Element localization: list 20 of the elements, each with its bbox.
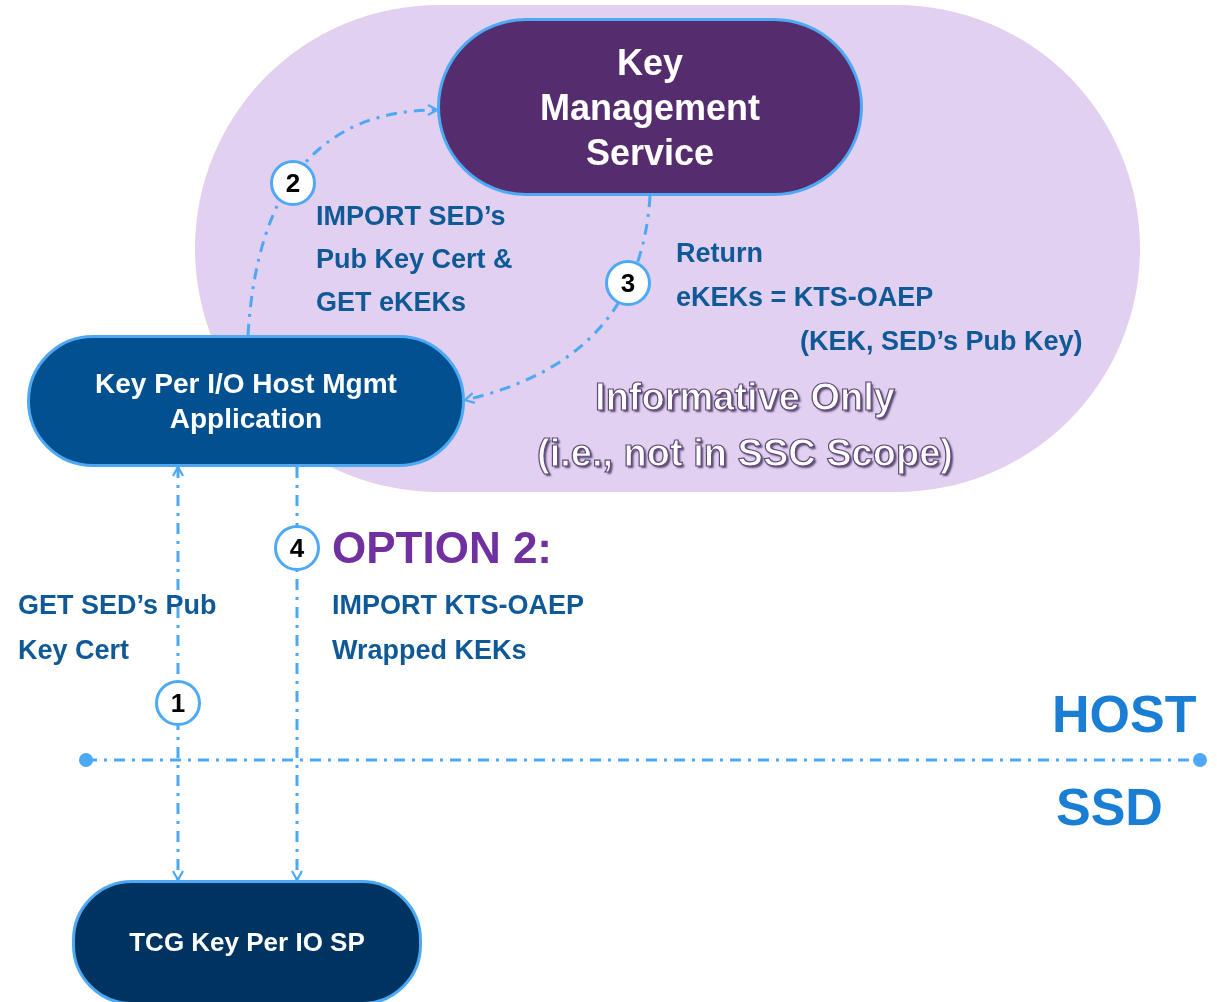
annotation-text: eKEKs = KTS-OAEP — [676, 281, 934, 314]
dash-dot-arrow — [463, 195, 652, 404]
dash-dot-arrow — [171, 465, 185, 882]
node-label: Key Per I/O Host Mgmt Application — [94, 367, 398, 436]
region-note: (i.e., not in SSC Scope) — [536, 431, 954, 476]
node-label: TCG Key Per IO SP — [129, 926, 365, 959]
annotation-text: OPTION 2: — [332, 522, 553, 574]
step-number: 1 — [155, 680, 201, 726]
annotation-text: IMPORT SED’s Pub Key Cert & GET eKEKs — [316, 200, 514, 320]
annotation-text: GET SED’s Pub Key Cert — [18, 589, 218, 667]
node-label: Key Management Service — [538, 40, 761, 175]
annotation-text: (KEK, SED’s Pub Key) — [800, 325, 1083, 358]
annotation-text: IMPORT KTS-OAEP Wrapped KEKs — [332, 589, 585, 667]
step-number: 4 — [274, 525, 320, 571]
region-note: Informative Only — [594, 375, 896, 420]
annotation-text: HOST — [1052, 684, 1197, 745]
dash-dot-arrow — [246, 104, 439, 336]
annotation-text: Return — [676, 237, 764, 270]
dash-dot-arrow — [290, 467, 304, 882]
annotation-text: SSD — [1056, 777, 1163, 838]
